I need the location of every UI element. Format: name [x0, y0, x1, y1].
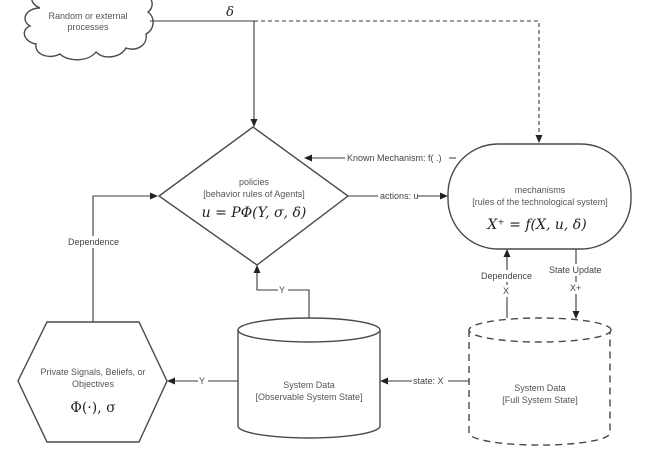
state-label: state: X	[413, 376, 444, 386]
dependence-right-label: Dependence	[481, 271, 532, 281]
edge-state: state: X	[380, 375, 469, 387]
private-line1: Private Signals, Beliefs, or	[40, 367, 145, 377]
policies-subtitle: [behavior rules of Agents]	[203, 189, 305, 199]
known-mechanism-label: Known Mechanism: f( .)	[347, 153, 442, 163]
observable-system-data-cylinder: System Data [Observable System State]	[237, 317, 381, 439]
mechanisms-title: mechanisms	[515, 185, 566, 195]
cloud-label-line2: processes	[67, 22, 109, 32]
policies-title: policies	[239, 177, 270, 187]
edge-delta: δ	[150, 5, 543, 143]
state-update-var: X+	[570, 283, 581, 293]
private-line2: Objectives	[72, 379, 115, 389]
edge-known-mechanism: Known Mechanism: f( .)	[304, 152, 456, 164]
cloud-random-processes: Random or external processes	[23, 0, 154, 61]
policies-diamond: policies [behavior rules of Agents] u = …	[157, 126, 350, 266]
edge-actions: actions: u	[348, 190, 448, 202]
y-left-label: Y	[199, 376, 205, 386]
edge-dependence-right: Dependence X	[479, 249, 535, 318]
observable-title: System Data	[283, 380, 335, 390]
mechanisms-subtitle: [rules of the technological system]	[472, 197, 608, 207]
delta-label: δ	[226, 5, 234, 20]
dependence-right-var: X	[503, 286, 509, 296]
edge-y-left: Y	[167, 375, 238, 387]
edge-y-up: Y	[253, 265, 310, 318]
mechanisms-box: mechanisms [rules of the technological s…	[447, 143, 632, 250]
policies-formula: u = PΦ(Y, σ, δ)	[202, 205, 307, 221]
actions-label: actions: u	[380, 191, 419, 201]
y-up-label: Y	[279, 285, 285, 295]
mechanisms-formula: X⁺ = f(X, u, δ)	[486, 217, 586, 233]
delta-to-mechanisms-dashed-arrow	[254, 20, 543, 143]
cloud-label-line1: Random or external	[48, 11, 127, 21]
edge-state-update: State Update X+	[547, 249, 607, 319]
dependence-left-label: Dependence	[68, 237, 119, 247]
observable-subtitle: [Observable System State]	[255, 392, 362, 402]
state-update-label: State Update	[549, 265, 602, 275]
full-subtitle: [Full System State]	[502, 395, 578, 405]
private-signals-hexagon: Private Signals, Beliefs, or Objectives …	[17, 321, 168, 443]
private-formula: Φ(·), σ	[70, 400, 116, 416]
edge-dependence-left: Dependence	[66, 192, 158, 322]
full-system-data-cylinder: System Data [Full System State]	[468, 317, 612, 446]
full-title: System Data	[514, 383, 566, 393]
